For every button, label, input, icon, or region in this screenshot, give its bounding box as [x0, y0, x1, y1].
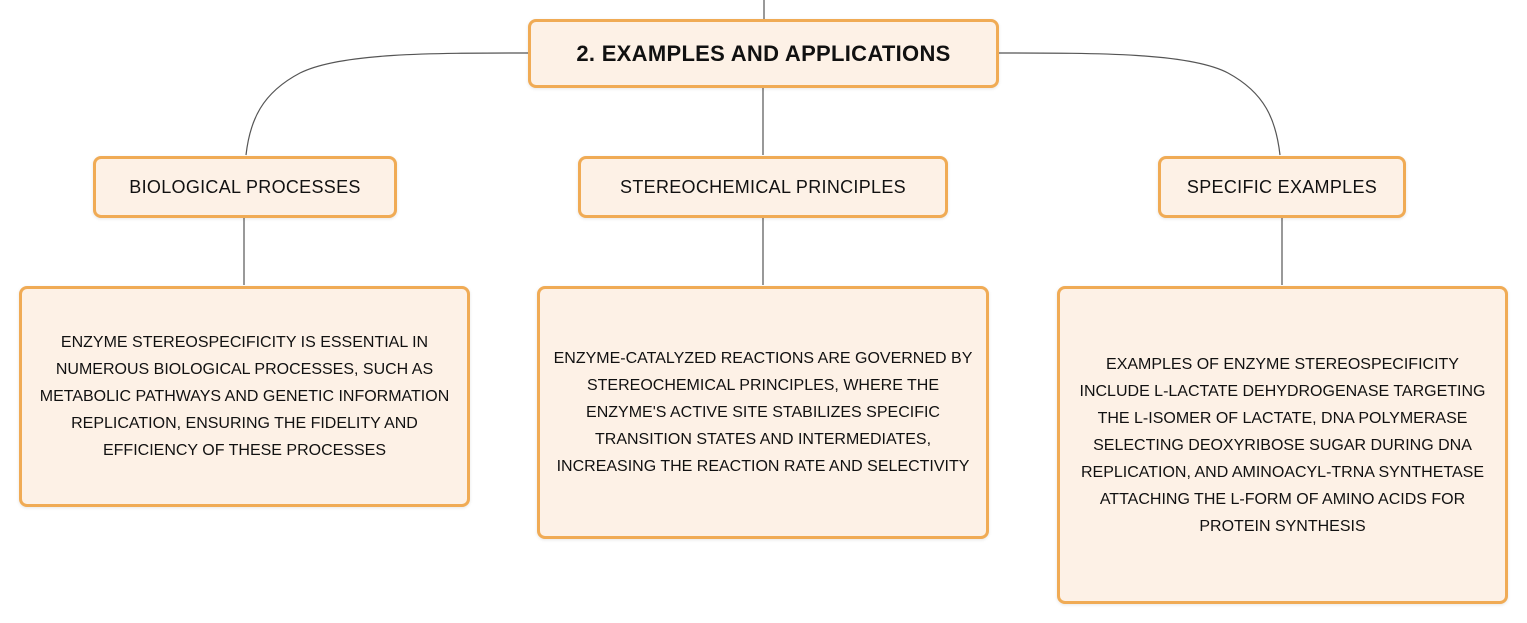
branch-node-stereochemical-principles[interactable]: STEREOCHEMICAL PRINCIPLES	[578, 156, 948, 218]
detail-node-biological-processes[interactable]: ENZYME STEREOSPECIFICITY IS ESSENTIAL IN…	[19, 286, 470, 507]
detail-node-text: ENZYME STEREOSPECIFICITY IS ESSENTIAL IN…	[39, 334, 450, 459]
detail-node-text: EXAMPLES OF ENZYME STEREOSPECIFICITY INC…	[1079, 355, 1486, 535]
root-node[interactable]: 2. EXAMPLES AND APPLICATIONS	[528, 19, 999, 88]
connector-root-to-biological-processes	[245, 52, 529, 156]
detail-node-specific-examples[interactable]: EXAMPLES OF ENZYME STEREOSPECIFICITY INC…	[1057, 286, 1508, 604]
branch-node-biological-processes[interactable]: BIOLOGICAL PROCESSES	[93, 156, 397, 218]
detail-node-text: ENZYME-CATALYZED REACTIONS ARE GOVERNED …	[553, 350, 973, 475]
detail-node-stereochemical-principles[interactable]: ENZYME-CATALYZED REACTIONS ARE GOVERNED …	[537, 286, 989, 539]
connector-root-to-specific-examples	[998, 52, 1281, 156]
branch-node-specific-examples[interactable]: SPECIFIC EXAMPLES	[1158, 156, 1406, 218]
root-node-label: 2. EXAMPLES AND APPLICATIONS	[576, 40, 951, 66]
branch-node-label: STEREOCHEMICAL PRINCIPLES	[620, 176, 906, 197]
branch-node-label: SPECIFIC EXAMPLES	[1186, 176, 1378, 197]
branch-node-label: BIOLOGICAL PROCESSES	[129, 176, 361, 197]
